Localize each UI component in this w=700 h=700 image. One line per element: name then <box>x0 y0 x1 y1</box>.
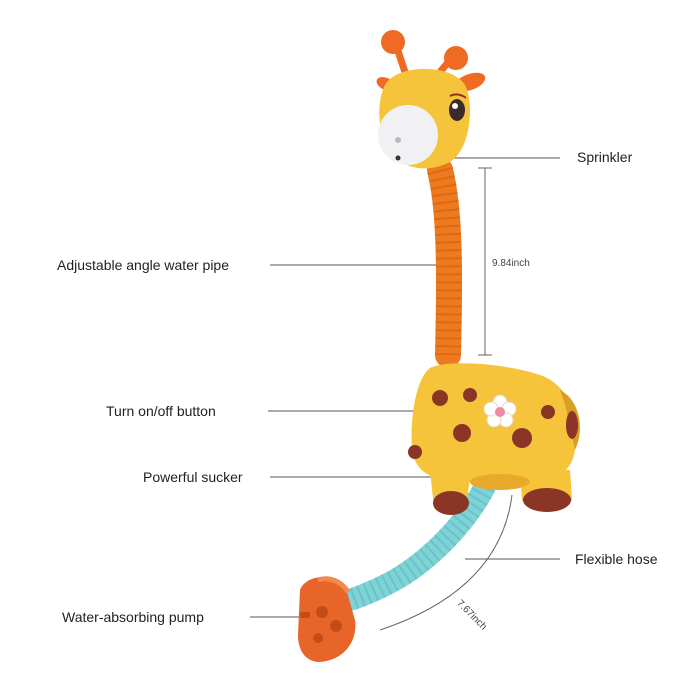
dimension-label-pipe: 9.84inch <box>492 258 530 269</box>
label-on-off-button: Turn on/off button <box>106 403 216 419</box>
label-water-pump: Water-absorbing pump <box>62 609 204 625</box>
dimension-hose <box>379 494 513 631</box>
label-adjustable-pipe: Adjustable angle water pipe <box>57 257 230 273</box>
label-powerful-sucker: Powerful sucker <box>143 469 243 485</box>
adjustable-pipe <box>427 157 463 368</box>
label-flexible-hose: Flexible hose <box>575 551 658 567</box>
giraffe-head <box>376 30 486 169</box>
flexible-hose <box>327 469 499 615</box>
dimension-pipe <box>478 167 492 356</box>
pump-icon <box>298 576 356 662</box>
label-sprinkler: Sprinkler <box>577 149 633 165</box>
flower-button-icon <box>483 394 517 428</box>
